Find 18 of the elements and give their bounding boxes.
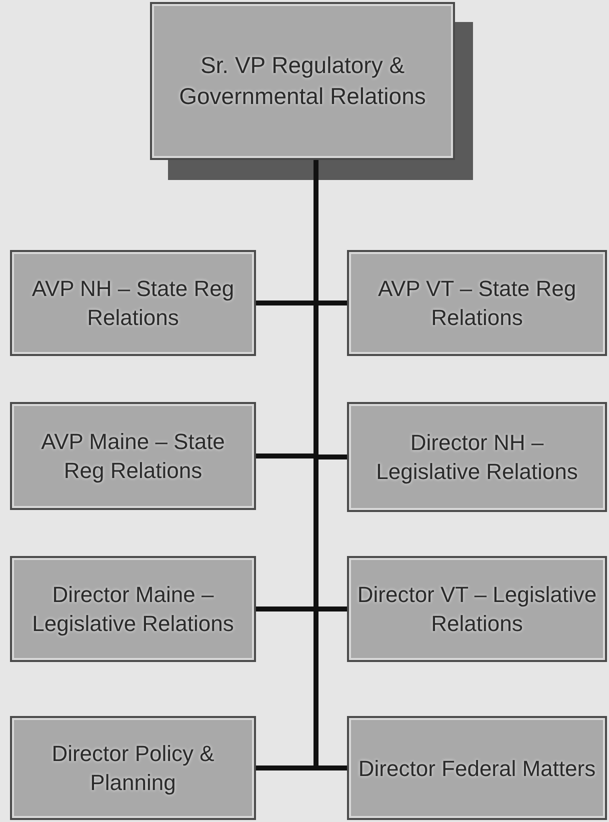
position-title: AVP NH – State Reg Relations	[30, 275, 236, 332]
position-title: Director Policy & Planning	[50, 740, 216, 797]
position-box	[347, 402, 607, 512]
position-title: AVP Maine – State Reg Relations	[40, 428, 226, 485]
position-title: AVP VT – State Reg Relations	[376, 275, 578, 332]
position-box	[10, 250, 256, 356]
position-box	[10, 716, 256, 820]
position-box	[150, 2, 455, 160]
position-title: Director Maine – Legislative Relations	[31, 581, 235, 638]
position-box	[10, 402, 256, 510]
position-title: Director NH – Legislative Relations	[375, 429, 579, 486]
position-box	[347, 556, 607, 662]
position-title: Director Federal Matters	[358, 754, 596, 782]
position-box	[10, 556, 256, 662]
position-title: Director VT – Legislative Relations	[357, 581, 597, 638]
position-box	[347, 716, 607, 820]
position-title: Sr. VP Regulatory & Governmental Relations	[178, 51, 427, 111]
position-box	[347, 250, 607, 356]
